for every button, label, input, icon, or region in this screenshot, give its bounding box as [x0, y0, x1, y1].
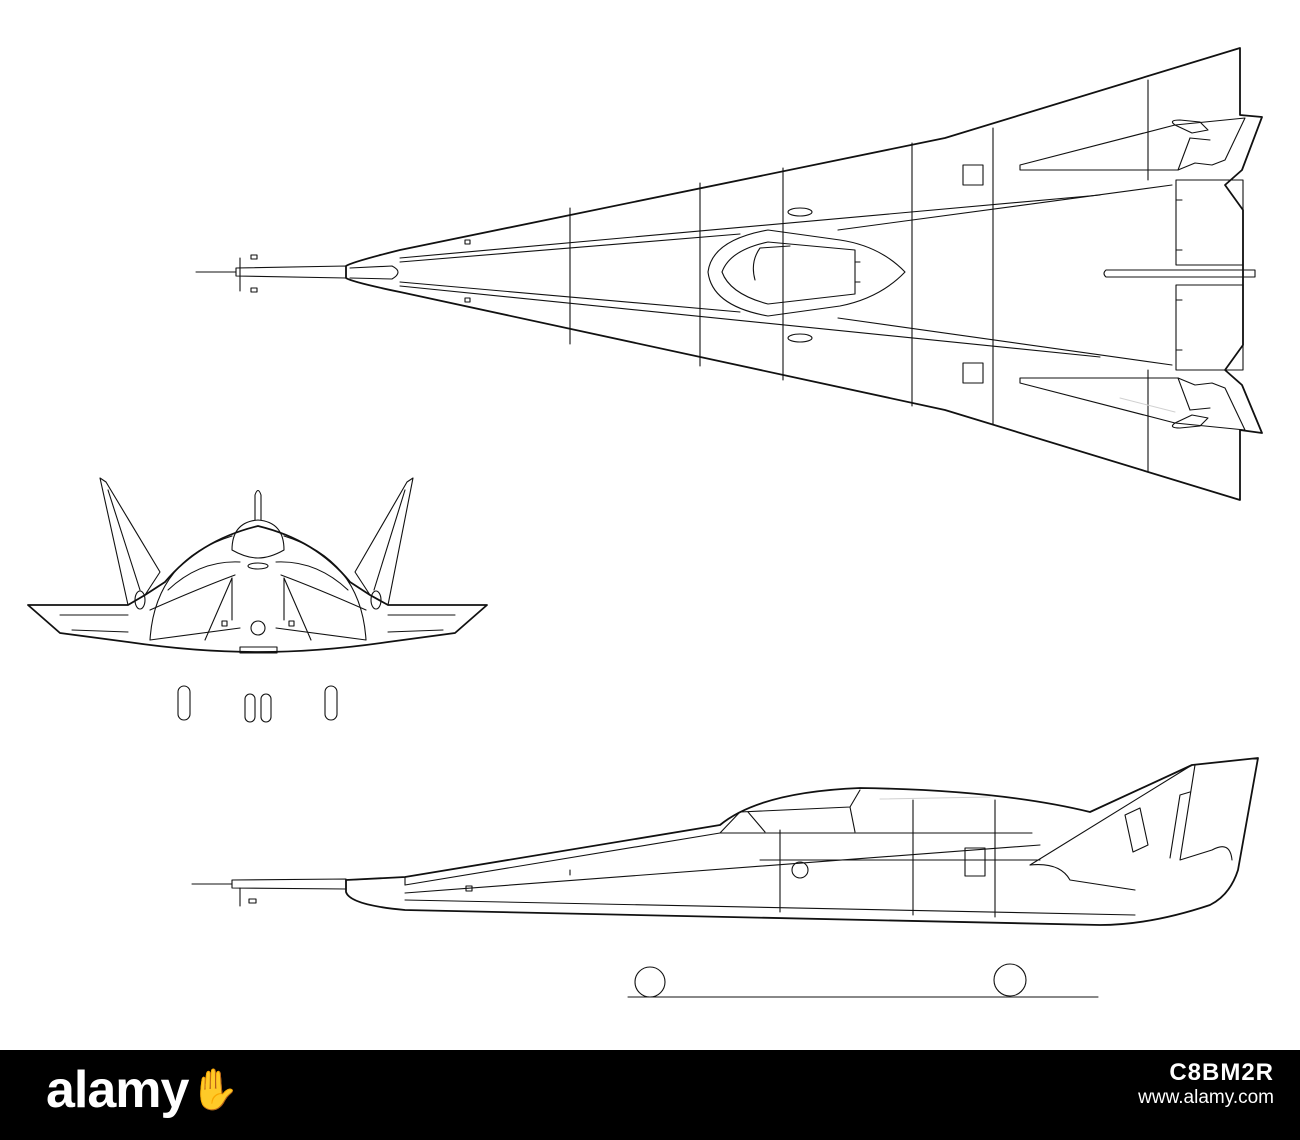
front-view — [27, 477, 488, 723]
side-view-pitot-boom — [191, 878, 347, 907]
side-view-canopy — [719, 789, 861, 834]
logo-text-left: alamy — [46, 1061, 189, 1119]
stock-logo: alamy✋ — [46, 1060, 239, 1120]
site-url: www.alamy.com — [1138, 1087, 1274, 1108]
top-view-pitot-boom — [195, 254, 347, 293]
side-view-tail-fin — [1029, 764, 1233, 891]
front-view-left-fin — [99, 477, 161, 606]
front-view-right-fin — [354, 477, 414, 606]
top-view-outline — [345, 47, 1263, 501]
aircraft-three-view-drawing — [27, 47, 1263, 998]
front-view-landing-gear — [177, 685, 338, 723]
front-view-canopy — [231, 519, 285, 559]
hand-glyph-icon: ✋ — [189, 1068, 239, 1112]
side-view-outline — [345, 757, 1259, 926]
top-view-nose-fairing — [349, 265, 399, 280]
image-id: C8BM2R — [1169, 1059, 1274, 1086]
top-view-tail-boom — [1103, 269, 1256, 278]
top-view-upper-fin — [1019, 117, 1246, 171]
stock-meta: C8BM2R www.alamy.com — [1138, 1060, 1274, 1110]
front-view-pitot — [254, 489, 262, 521]
top-view — [195, 47, 1263, 501]
side-view-landing-gear — [627, 963, 1099, 998]
top-view-lower-fin — [1019, 377, 1246, 431]
top-view-canopy — [707, 229, 906, 317]
stock-footer-bar: alamy✋ C8BM2R www.alamy.com — [0, 1050, 1300, 1140]
side-view — [191, 757, 1259, 998]
front-view-outline — [27, 525, 488, 653]
